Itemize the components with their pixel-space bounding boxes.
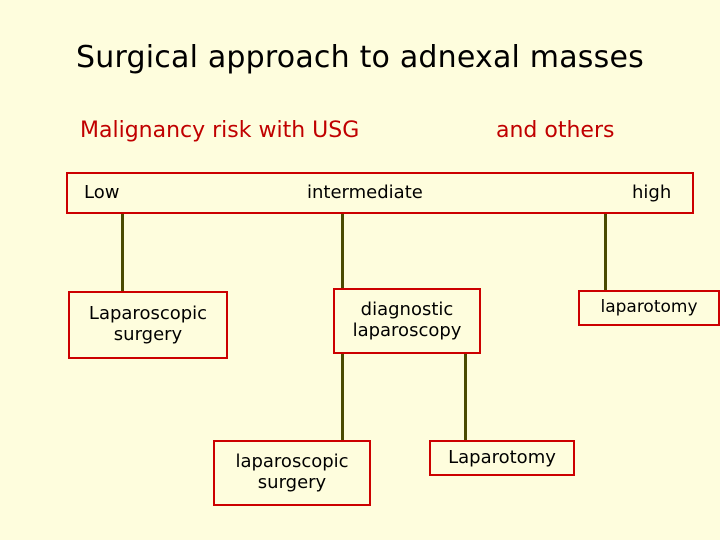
node-diagnostic-laparoscopy: diagnostic laparoscopy [333,288,481,354]
node-laparotomy-outcome: Laparotomy [429,440,575,476]
subtitle-malignancy-risk: Malignancy risk with USG [80,118,360,143]
connector-diag-to-laparoscopic [341,354,344,441]
node-laparotomy-high: laparotomy [578,290,720,326]
risk-label-high: high [632,182,672,203]
connector-diag-to-laparotomy [464,354,467,441]
page-title: Surgical approach to adnexal masses [76,40,644,75]
connector-intermediate [341,214,344,289]
subtitle-and-others: and others [496,118,615,143]
connector-low [121,214,124,292]
risk-band-box [66,172,694,214]
risk-label-intermediate: intermediate [307,182,423,203]
node-laparoscopic-surgery: Laparoscopic surgery [68,291,228,359]
risk-label-low: Low [84,182,120,203]
connector-high [604,214,607,291]
node-laparoscopic-surgery-outcome: laparoscopic surgery [213,440,371,506]
